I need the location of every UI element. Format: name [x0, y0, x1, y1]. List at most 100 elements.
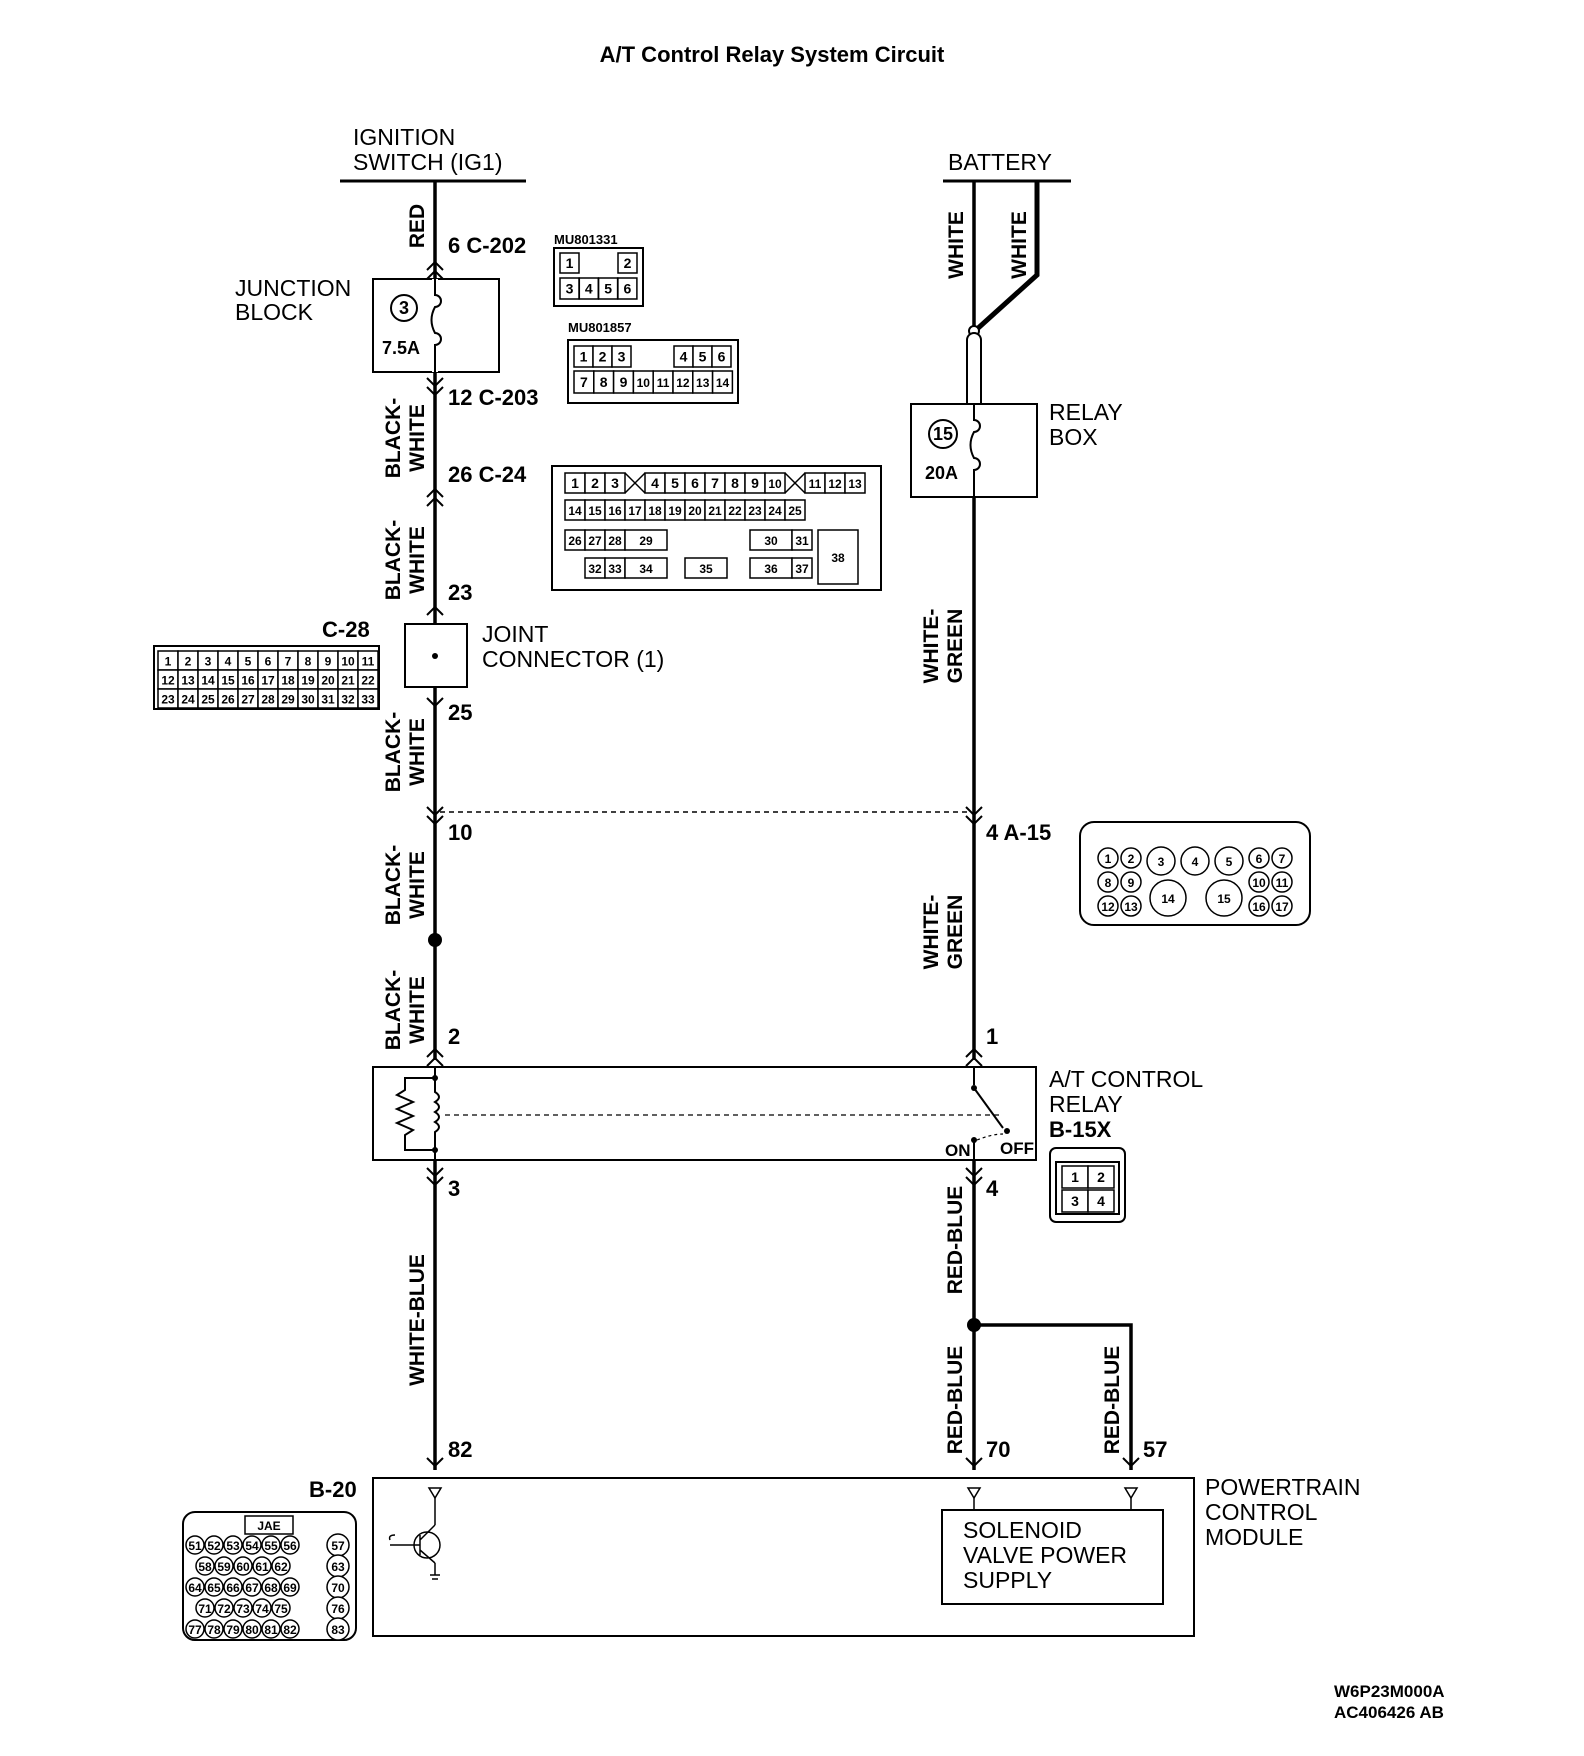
- pin-a15: 4 A-15: [986, 820, 1051, 845]
- connector-pin-number: 25: [788, 504, 802, 518]
- wire-label-bw-3-b: WHITE: [406, 718, 429, 786]
- connector-pin-number: 13: [696, 376, 710, 390]
- pin-3: 3: [448, 1176, 460, 1201]
- connector-pin-number: 1: [580, 349, 588, 365]
- footer-code-1: W6P23M000A: [1334, 1682, 1445, 1701]
- connector-cell: [326, 1617, 350, 1641]
- junction-fuse-symbol: [430, 279, 442, 372]
- wire-label-wg-2: WHITE- GREEN: [920, 895, 967, 970]
- footer-code-2: AC406426 AB: [1334, 1703, 1444, 1722]
- connector-cell: [261, 1619, 281, 1639]
- connector-pin-number: 8: [305, 655, 312, 669]
- joint-out-mark: [426, 697, 444, 708]
- connector-cell: [252, 1598, 272, 1618]
- connector-pin-number: 27: [241, 693, 255, 707]
- connector-pin-number: 14: [201, 674, 215, 688]
- connector-cell: [185, 1535, 205, 1555]
- connector-cell: [1180, 846, 1210, 876]
- connector-pin-number: 22: [361, 674, 375, 688]
- left-10-connector-mark: [426, 806, 444, 826]
- connector-pin-number: 23: [748, 504, 762, 518]
- ignition-label-line2: SWITCH (IG1): [353, 149, 503, 175]
- connector-pin-number: 7: [285, 655, 292, 669]
- connector-pin-number: 5: [245, 655, 252, 669]
- mu801331-part-number: MU801331: [554, 232, 618, 247]
- connector-pin-number: 68: [264, 1581, 278, 1595]
- connector-pin-number: 70: [331, 1581, 345, 1595]
- connector-pin-number: 20: [321, 674, 335, 688]
- connector-cell: [611, 345, 632, 368]
- connector-pin-number: 35: [699, 562, 713, 576]
- connector-pin-number: 80: [245, 1623, 259, 1637]
- connector-pin-number: 6: [1256, 852, 1263, 866]
- connector-pin-number: 16: [608, 504, 622, 518]
- connector-cell: [1087, 1165, 1115, 1189]
- connector-cell: [185, 1619, 205, 1639]
- connector-pin-number: 13: [181, 674, 195, 688]
- wire-label-red-blue-3: RED-BLUE: [1101, 1346, 1124, 1455]
- pcm-label-line2: CONTROL: [1205, 1499, 1318, 1525]
- connector-cell: [242, 1619, 262, 1639]
- connector-cell: [1087, 1189, 1115, 1213]
- connector-pin-number: 1: [571, 475, 579, 491]
- relay-box-fuse-number-circle: [928, 419, 958, 449]
- relay-resistor: [394, 1067, 436, 1160]
- connector-pin-number: 29: [281, 693, 295, 707]
- connector-pin-number: 52: [207, 1539, 221, 1553]
- connector-pin-number: 11: [657, 376, 670, 390]
- connector-cell: [1214, 846, 1244, 876]
- connector-pin-number: 4: [651, 475, 659, 491]
- wire-label-white-1: WHITE: [945, 211, 968, 279]
- connector-pin-number: 71: [198, 1602, 212, 1616]
- connector-pin-number: 2: [185, 655, 192, 669]
- wire-label-wg-1: WHITE- GREEN: [920, 609, 967, 684]
- connector-cell: [624, 529, 668, 551]
- connector-pin-number: 3: [1071, 1193, 1079, 1209]
- connector-pin-number: 54: [245, 1539, 259, 1553]
- pin-b20: B-20: [309, 1477, 357, 1502]
- relay-pin1-mark: [965, 1047, 983, 1067]
- atrelay-label-line1: A/T CONTROL: [1049, 1066, 1203, 1092]
- connector-pin-number: 20: [688, 504, 702, 518]
- connector-pin-number: 17: [261, 674, 275, 688]
- connector-pin-number: 18: [281, 674, 295, 688]
- connector-pin-number: 3: [566, 281, 574, 297]
- connector-pin-number: 34: [639, 562, 653, 576]
- connector-cell: [711, 370, 734, 394]
- connector-pin-number: 15: [221, 674, 235, 688]
- connector-pin-number: 24: [181, 693, 195, 707]
- connector-pin-number: 6: [265, 655, 272, 669]
- connector-pin-number: 25: [201, 693, 215, 707]
- connector-pin-number: 31: [321, 693, 335, 707]
- connector-pin-number: 6: [624, 281, 632, 297]
- pin-c203: 12 C-203: [448, 385, 539, 410]
- connector-pin-number: 62: [274, 1560, 288, 1574]
- joint-label-line2: CONNECTOR (1): [482, 646, 664, 672]
- connector-pin-number: 22: [728, 504, 742, 518]
- pin-25: 25: [448, 700, 472, 725]
- connector-cell: [1097, 871, 1119, 893]
- connector-cell: [271, 1598, 291, 1618]
- connector-pin-number: 10: [1252, 876, 1266, 890]
- connector-pin-number: 33: [361, 693, 375, 707]
- pin-82: 82: [448, 1437, 472, 1462]
- relaybox-label-line1: RELAY: [1049, 399, 1123, 425]
- wire-label-wg-2-a: WHITE-: [920, 895, 943, 970]
- connector-cell: [223, 1577, 243, 1597]
- connector-pin-number: 9: [751, 475, 759, 491]
- connector-pin-number: 4: [225, 655, 232, 669]
- connector-pin-number: 32: [588, 562, 602, 576]
- joint-label-line1: JOINT: [482, 621, 548, 647]
- connector-cell: [223, 1619, 243, 1639]
- wire-label-white-blue: WHITE-BLUE: [406, 1254, 429, 1386]
- connector-pin-number: 12: [828, 477, 842, 491]
- connector-pin-number: 6: [691, 475, 699, 491]
- connector-pin-number: 18: [648, 504, 662, 518]
- connector-pin-number: 7: [711, 475, 719, 491]
- connector-cell: [1248, 871, 1270, 893]
- connector-pin-number: 3: [1158, 855, 1165, 869]
- connector-pin-number: 51: [188, 1539, 202, 1553]
- connector-pin-number: 5: [1226, 855, 1233, 869]
